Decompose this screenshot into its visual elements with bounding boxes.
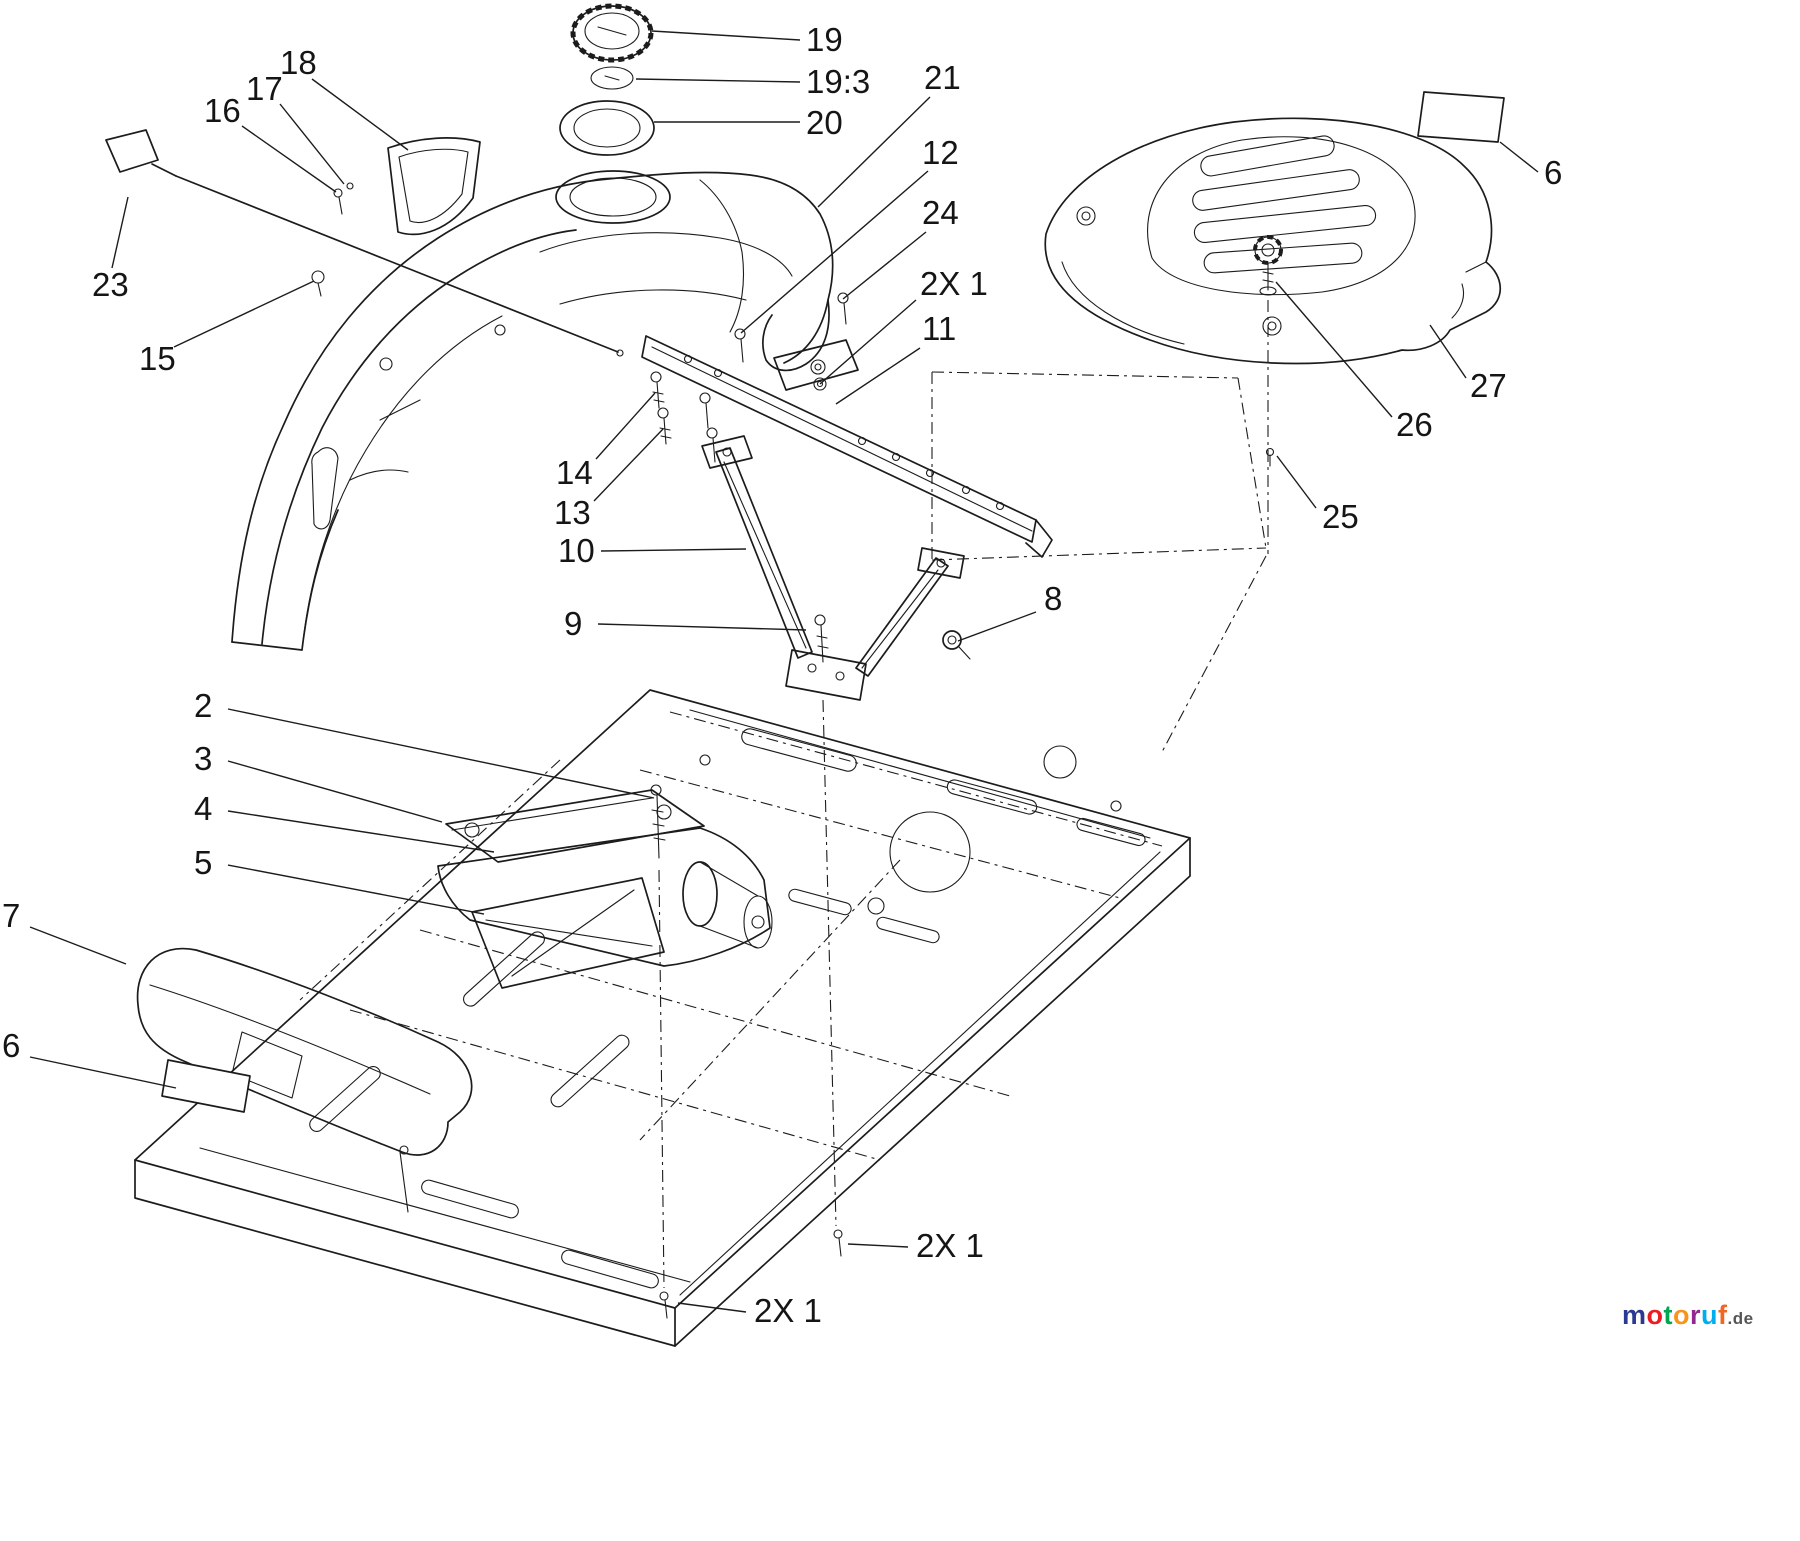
callout-21: 21: [924, 59, 961, 96]
callout-labels: 19 19:3 20 21 12 24 2X 1 11 18 17 16 23 …: [2, 21, 1562, 1329]
watermark-logo: motoruf.de: [1622, 1300, 1797, 1336]
hood-drawing: [1044, 91, 1505, 554]
callout-13: 13: [554, 494, 591, 531]
callout-6-top: 6: [1544, 154, 1562, 191]
callout-19: 19: [806, 21, 843, 58]
decal-bottom-left: [161, 1059, 251, 1113]
callout-10: 10: [558, 532, 595, 569]
callout-6-bottom: 6: [2, 1027, 20, 1064]
callout-20: 20: [806, 104, 843, 141]
fender-console-drawing: [105, 129, 859, 651]
chassis-drawing: [134, 689, 1191, 1347]
callout-18: 18: [280, 44, 317, 81]
callout-25: 25: [1322, 498, 1359, 535]
bracket-plate-drawing: [437, 784, 773, 1319]
callout-17: 17: [246, 70, 283, 107]
watermark-suffix: .de: [1727, 1309, 1754, 1328]
watermark-letters: motoruf: [1622, 1300, 1728, 1330]
callout-8: 8: [1044, 580, 1062, 617]
callout-11: 11: [922, 310, 956, 347]
callout-5: 5: [194, 844, 212, 881]
decal-top-right: [1417, 91, 1505, 143]
callout-2x1-right: 2X 1: [916, 1227, 984, 1264]
callout-2x1-top: 2X 1: [920, 265, 988, 302]
v-bracket-drawing: [701, 435, 971, 1257]
callout-19-3: 19:3: [806, 63, 870, 100]
callout-12: 12: [922, 134, 959, 171]
callout-4: 4: [194, 790, 212, 827]
callout-2: 2: [194, 687, 212, 724]
callout-14: 14: [556, 454, 593, 491]
callout-9: 9: [564, 605, 582, 642]
callout-26: 26: [1396, 406, 1433, 443]
callout-27: 27: [1470, 367, 1507, 404]
callout-24: 24: [922, 194, 959, 231]
bumper-drawing: [136, 947, 473, 1213]
leader-lines: [29, 30, 1539, 1313]
callout-16: 16: [204, 92, 241, 129]
fuel-cap-drawing: [559, 3, 655, 156]
support-bar-drawing: [641, 292, 1267, 753]
callout-7: 7: [2, 897, 20, 934]
callout-23: 23: [92, 266, 129, 303]
callout-15: 15: [139, 340, 176, 377]
callout-2x1-center: 2X 1: [754, 1292, 822, 1329]
callout-3: 3: [194, 740, 212, 777]
